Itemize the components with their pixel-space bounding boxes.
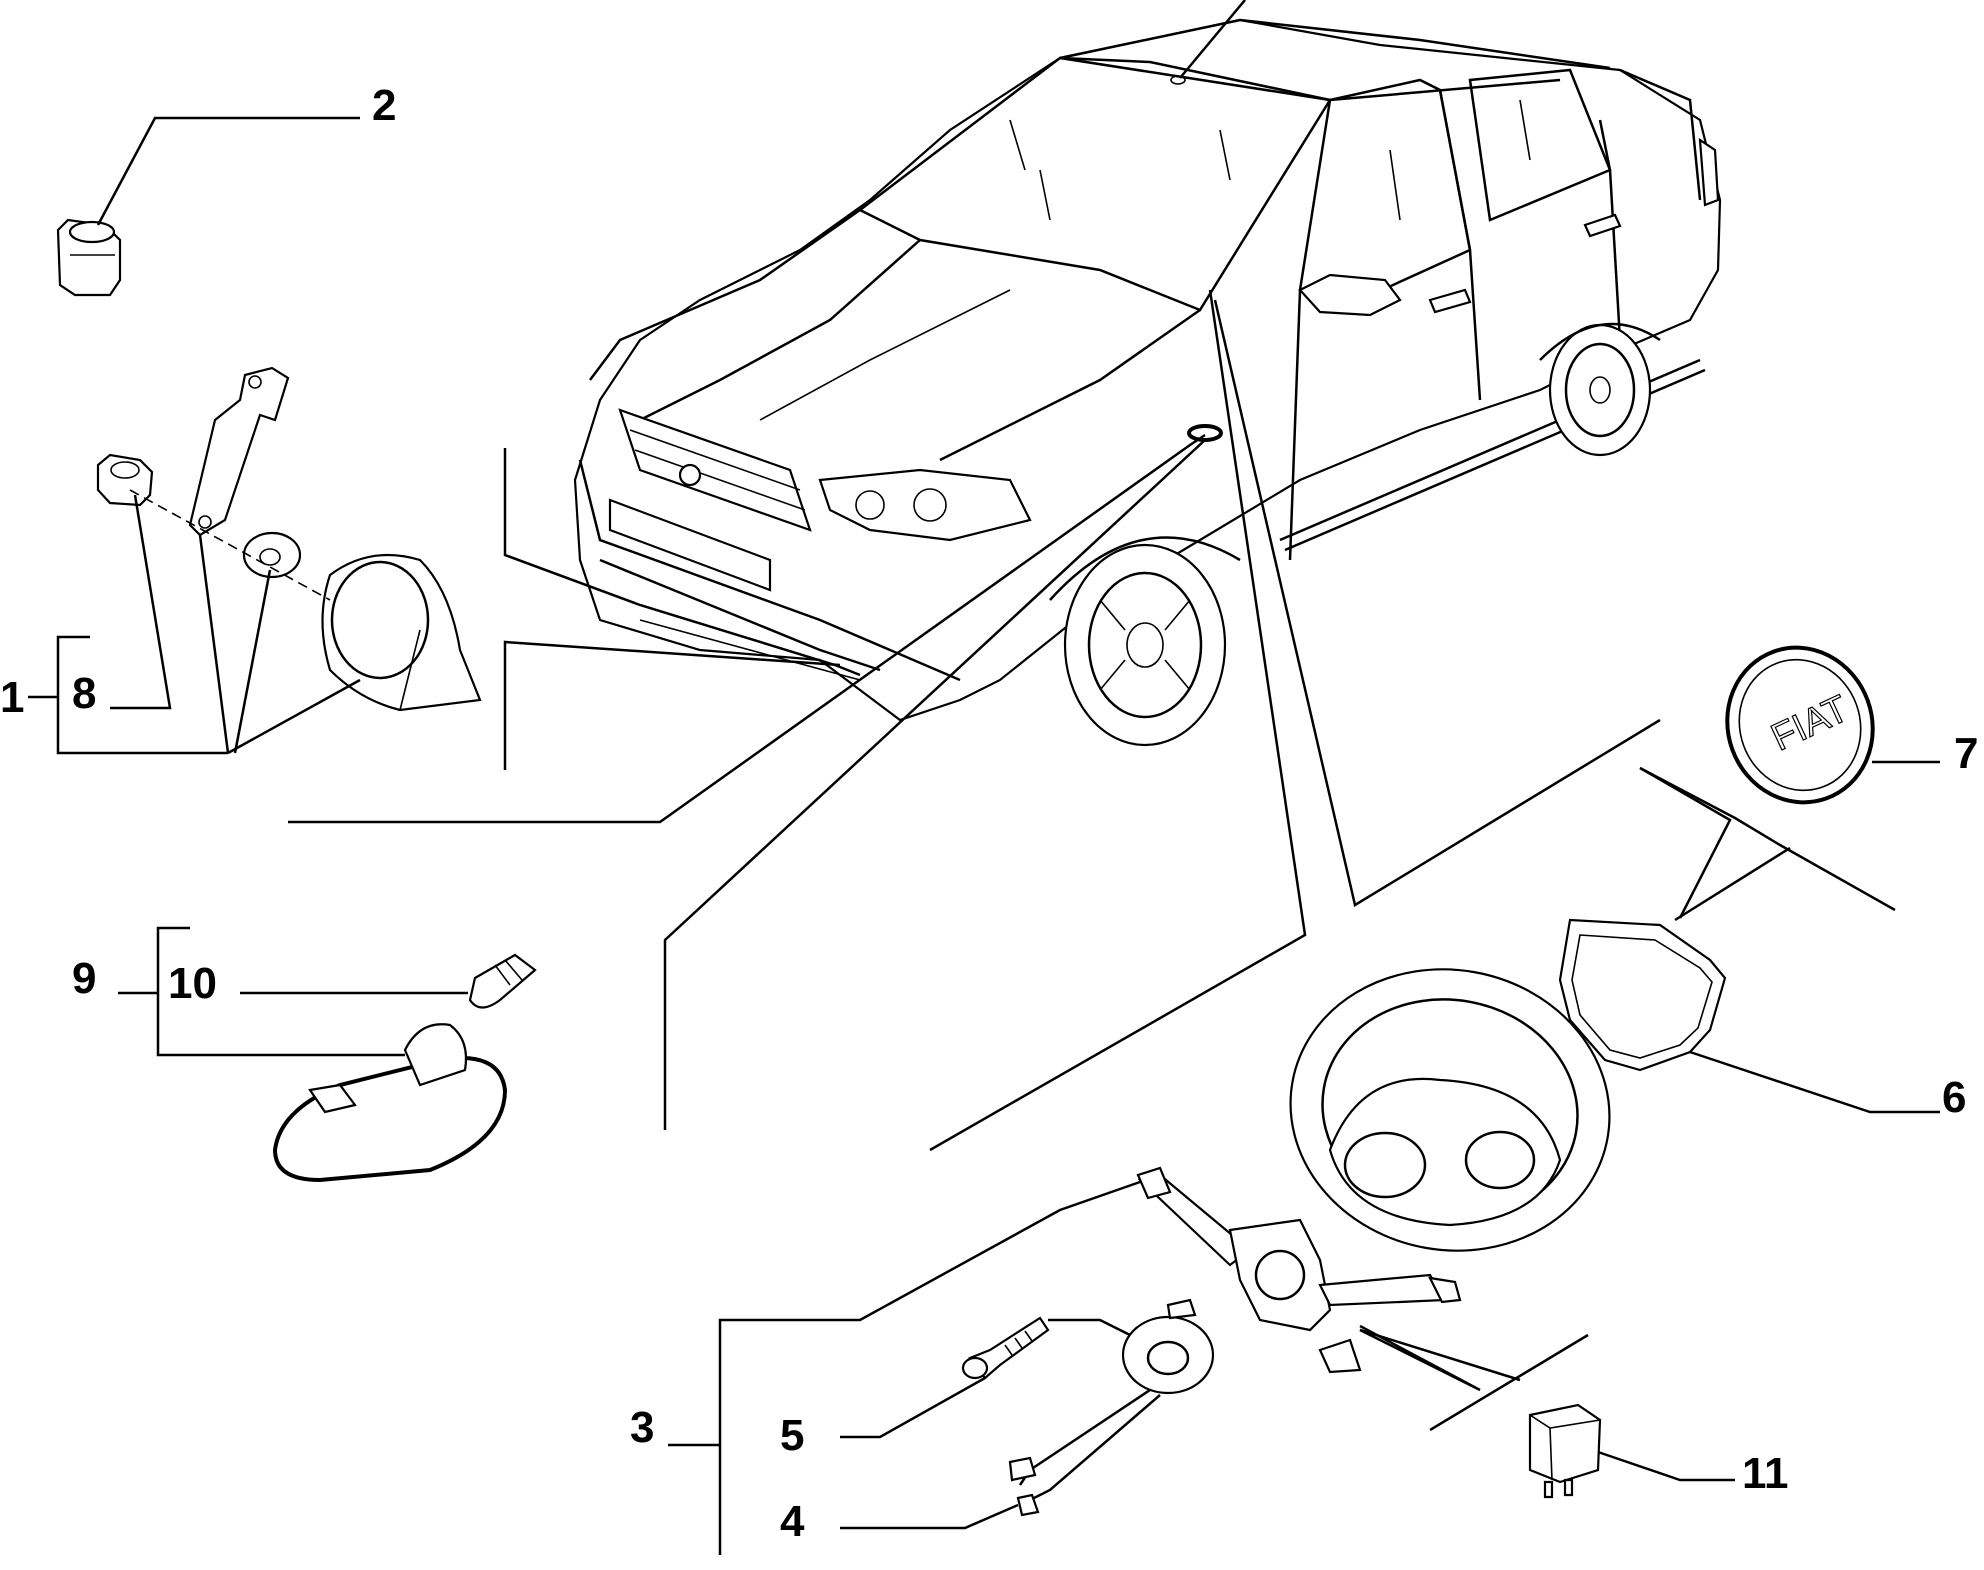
- callout-6: 6: [1942, 1073, 1966, 1122]
- part-1-horn-assembly: [28, 366, 482, 755]
- callout-labels: 1 2 3 4 5 6 7 8 9 10 11: [0, 81, 1978, 1546]
- callout-5: 5: [780, 1411, 804, 1460]
- part-5-screw: [840, 1316, 1131, 1439]
- car-illustration: [573, 0, 1722, 747]
- callout-8: 8: [72, 669, 96, 718]
- callout-9: 9: [72, 954, 96, 1003]
- part-7-fiat-badge: FIAT: [1725, 645, 1940, 805]
- callout-4: 4: [780, 1497, 805, 1546]
- part-6-horn-pad-frame: [1558, 918, 1940, 1114]
- callout-7: 7: [1954, 729, 1978, 778]
- part-9-side-marker: [118, 926, 537, 1183]
- callout-10: 10: [168, 959, 217, 1008]
- callout-1: 1: [0, 673, 24, 722]
- callout-2: 2: [372, 81, 396, 130]
- part-3-column-switch: [668, 1166, 1462, 1555]
- callout-3: 3: [630, 1403, 654, 1452]
- part-2-nut: [56, 116, 360, 297]
- leader-lines: [288, 289, 1896, 1432]
- part-4-clock-spring: [840, 1298, 1215, 1530]
- part-11-relay: [1528, 1403, 1735, 1499]
- callout-11: 11: [1742, 1449, 1789, 1498]
- steering-wheel: [1289, 968, 1611, 1252]
